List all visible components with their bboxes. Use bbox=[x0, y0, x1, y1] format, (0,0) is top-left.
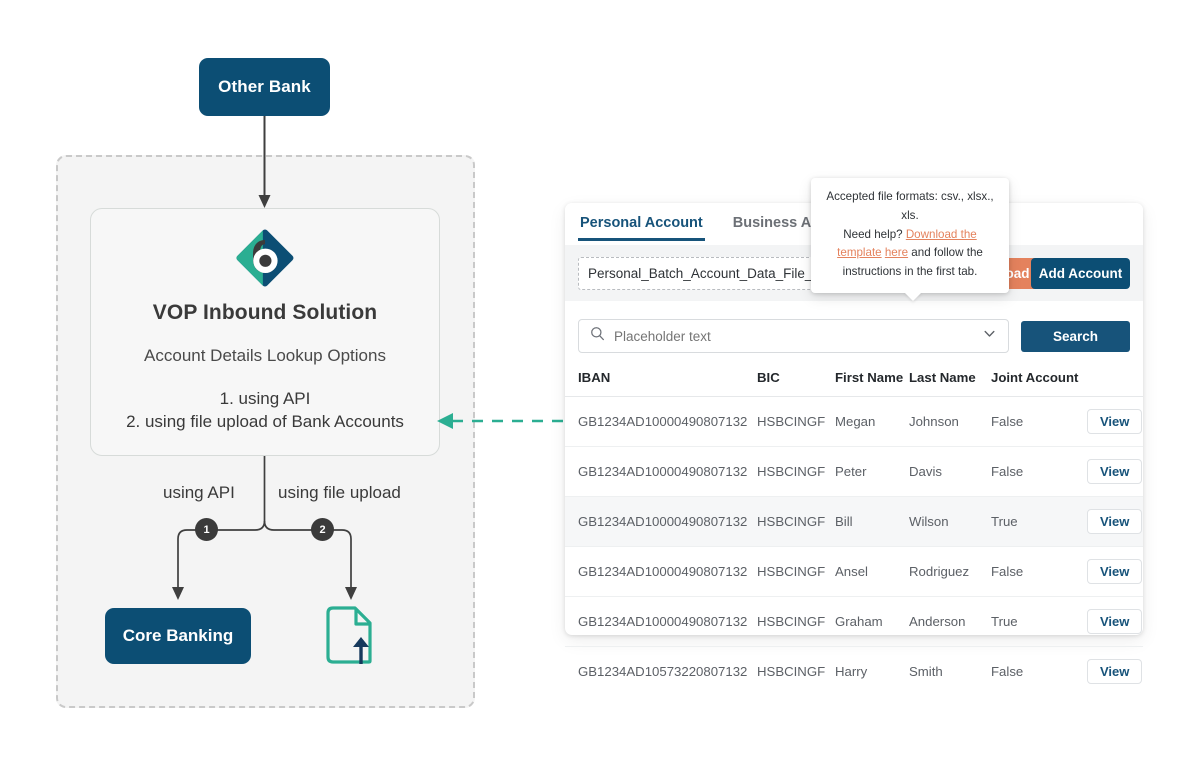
search-icon bbox=[590, 326, 605, 346]
file-format-tooltip: Accepted file formats: csv., xlsx., xls.… bbox=[811, 178, 1009, 293]
vop-subtitle: Account Details Lookup Options bbox=[144, 346, 386, 365]
cell-first-name: Megan bbox=[835, 396, 909, 447]
cell-last-name: Anderson bbox=[909, 596, 991, 647]
node-other-bank-label: Other Bank bbox=[218, 77, 311, 96]
column-header-actions bbox=[1087, 366, 1143, 397]
cell-first-name: Graham bbox=[835, 596, 909, 647]
cell-actions: View bbox=[1087, 496, 1143, 547]
tab-personal-account[interactable]: Personal Account bbox=[578, 203, 705, 241]
cell-joint-account: True bbox=[991, 496, 1087, 547]
download-here-link[interactable]: here bbox=[884, 246, 909, 260]
accounts-table-head: IBAN BIC First Name Last Name Joint Acco… bbox=[565, 366, 1143, 397]
cell-iban: GB1234AD10000490807132 bbox=[565, 596, 757, 647]
cell-bic: HSBCINGF bbox=[757, 546, 835, 597]
cell-iban: GB1234AD10000490807132 bbox=[565, 396, 757, 447]
column-header-iban: IBAN bbox=[565, 366, 757, 397]
cell-first-name: Ansel bbox=[835, 546, 909, 597]
search-button[interactable]: Search bbox=[1021, 320, 1130, 352]
cell-iban: GB1234AD10000490807132 bbox=[565, 496, 757, 547]
cell-joint-account: False bbox=[991, 546, 1087, 597]
cell-bic: HSBCINGF bbox=[757, 664, 826, 679]
download-template-link[interactable]: Download the template bbox=[837, 227, 977, 260]
step-badge-2: 2 bbox=[311, 518, 334, 541]
vop-title: VOP Inbound Solution bbox=[152, 301, 378, 324]
view-button[interactable]: View bbox=[1087, 559, 1143, 584]
cell-first-name: Harry bbox=[835, 664, 868, 679]
search-row: Search bbox=[565, 301, 1143, 366]
file-upload-icon bbox=[322, 604, 380, 666]
cell-bic: HSBCINGF bbox=[757, 396, 835, 447]
tab-personal-account-label: Personal Account bbox=[580, 215, 703, 231]
tooltip-line-1: Accepted file formats: csv., xlsx., xls. bbox=[826, 190, 994, 222]
node-other-bank[interactable]: Other Bank bbox=[199, 58, 330, 116]
cell-iban: GB1234AD10573220807132 bbox=[578, 664, 748, 679]
column-header-first-name: First Name bbox=[835, 366, 909, 397]
cell-actions: View bbox=[1087, 647, 1143, 697]
cell-joint-account: False bbox=[991, 664, 1024, 679]
cell-last-name: Rodriguez bbox=[909, 546, 991, 597]
column-header-bic: BIC bbox=[757, 366, 835, 397]
cell-first-name: Bill bbox=[835, 496, 909, 547]
add-account-button[interactable]: Add Account bbox=[1031, 257, 1130, 289]
view-button[interactable]: View bbox=[1087, 409, 1143, 434]
view-button[interactable]: View bbox=[1087, 659, 1143, 684]
node-core-banking[interactable]: Core Banking bbox=[105, 608, 251, 664]
vop-option-1: 1. using API bbox=[219, 389, 311, 408]
cell-iban: GB1234AD10000490807132 bbox=[565, 446, 757, 497]
column-header-last-name: Last Name bbox=[909, 366, 991, 397]
cell-joint-account: False bbox=[991, 446, 1087, 497]
cell-first-name: Peter bbox=[835, 446, 909, 497]
cell-joint-account: False bbox=[991, 396, 1087, 447]
cell-bic: HSBCINGF bbox=[757, 496, 835, 547]
cell-last-name: Wilson bbox=[909, 496, 991, 547]
view-button[interactable]: View bbox=[1087, 459, 1143, 484]
cell-last-name: Smith bbox=[909, 664, 943, 679]
cell-last-name: Johnson bbox=[909, 396, 991, 447]
column-header-joint-account: Joint Account bbox=[991, 366, 1087, 397]
cell-bic: HSBCINGF bbox=[757, 446, 835, 497]
tooltip-line-2-post: and follow the instructions in the first… bbox=[842, 246, 983, 279]
branch-label-using-file-upload: using file upload bbox=[278, 483, 401, 502]
branch-label-using-api: using API bbox=[163, 483, 235, 502]
cell-actions: View bbox=[1087, 396, 1143, 447]
cell-iban: GB1234AD10000490807132 bbox=[565, 546, 757, 597]
cell-joint-account: True bbox=[991, 596, 1087, 647]
vop-inbound-solution-card: VOP Inbound Solution Account Details Loo… bbox=[90, 208, 440, 456]
tooltip-line-2-pre: Need help? bbox=[843, 227, 906, 241]
view-button[interactable]: View bbox=[1087, 509, 1143, 534]
step-badge-1: 1 bbox=[195, 518, 218, 541]
table-header-row: IBAN BIC First Name Last Name Joint Acco… bbox=[565, 366, 1143, 397]
cell-last-name: Davis bbox=[909, 446, 991, 497]
cell-actions: View bbox=[1087, 446, 1143, 497]
cell-actions: View bbox=[1087, 546, 1143, 597]
search-input-wrapper[interactable] bbox=[578, 319, 1009, 353]
view-button[interactable]: View bbox=[1087, 609, 1143, 634]
accounts-table: IBAN BIC First Name Last Name Joint Acco… bbox=[565, 366, 1143, 696]
cell-bic: HSBCINGF bbox=[757, 596, 835, 647]
node-core-banking-label: Core Banking bbox=[122, 626, 234, 645]
search-input[interactable] bbox=[614, 328, 973, 344]
cell-actions: View bbox=[1087, 596, 1143, 647]
bottomline-b-logo-icon bbox=[234, 227, 296, 289]
chevron-down-icon[interactable] bbox=[982, 326, 997, 346]
table-row[interactable]: GB1234AD10573220807132 HSBCINGF Harry Smith… bbox=[565, 647, 1143, 697]
vop-option-2: 2. using file upload of Bank Accounts bbox=[126, 412, 404, 431]
